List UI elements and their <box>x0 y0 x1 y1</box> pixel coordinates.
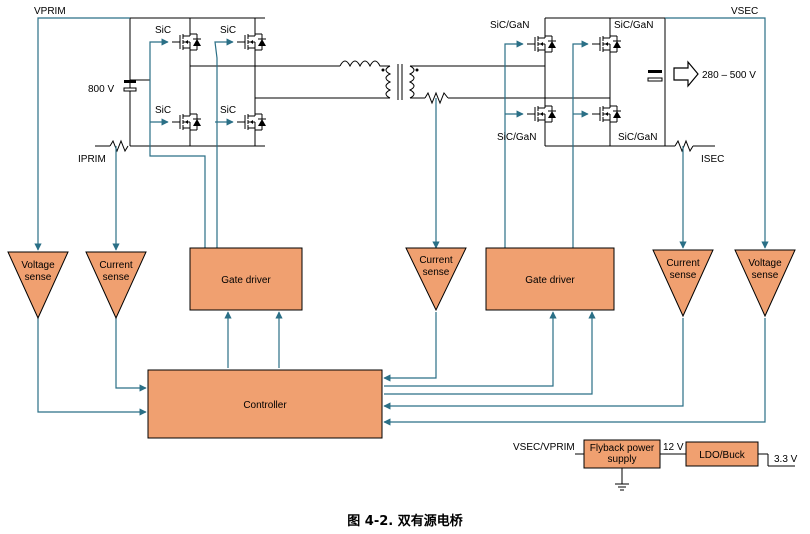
sic-label-q4: SiC <box>220 105 236 116</box>
vprim-label: VPRIM <box>34 6 66 17</box>
svg-text:Flyback power: Flyback power <box>590 443 655 454</box>
iprim-label: IPRIM <box>78 154 106 165</box>
voltage-sense-primary: Voltage sense <box>7 251 69 320</box>
svg-text:sense: sense <box>670 270 697 281</box>
gate-driver-primary: Gate driver <box>189 247 303 311</box>
svg-text:Voltage: Voltage <box>21 260 55 271</box>
svg-text:LDO/Buck: LDO/Buck <box>699 450 746 461</box>
sic-gan-label-q6: SiC/GaN <box>614 20 653 31</box>
controller-block: Controller <box>147 369 383 439</box>
3v3-label: 3.3 V <box>774 454 798 465</box>
output-voltage-label: 280 – 500 V <box>702 70 756 81</box>
svg-text:supply: supply <box>608 454 637 465</box>
sic-label-q3: SiC <box>155 105 171 116</box>
isec-label: ISEC <box>701 154 724 165</box>
svg-text:sense: sense <box>423 267 450 278</box>
figure-caption: 图 4-2. 双有源电桥 <box>347 513 463 529</box>
signal-lines <box>34 17 769 426</box>
sic-gan-switch-q5 <box>526 31 557 57</box>
sic-gan-label-q8: SiC/GaN <box>618 132 657 143</box>
current-sense-secondary: Current sense <box>652 249 714 318</box>
svg-text:Voltage: Voltage <box>748 258 782 269</box>
svg-text:Gate driver: Gate driver <box>221 275 271 286</box>
sic-switch-q3 <box>171 109 202 135</box>
gate-driver-secondary: Gate driver <box>485 247 615 311</box>
sic-switch-q4 <box>236 109 267 135</box>
vsec-label: VSEC <box>731 6 758 17</box>
sic-label-q2: SiC <box>220 25 236 36</box>
svg-text:Current: Current <box>666 258 700 269</box>
vsec-vprim-label: VSEC/VPRIM <box>513 442 575 453</box>
sic-gan-label-q5: SiC/GaN <box>490 20 529 31</box>
sic-gan-switch-q6 <box>591 31 622 57</box>
sic-gan-label-q7: SiC/GaN <box>497 132 536 143</box>
primary-switches <box>171 29 267 135</box>
sic-gan-switch-q8 <box>591 101 622 127</box>
secondary-bridge <box>410 17 715 153</box>
primary-bridge <box>95 17 390 153</box>
sic-gan-switch-q7 <box>526 101 557 127</box>
transformer <box>381 64 419 100</box>
sic-switch-q1 <box>171 29 202 55</box>
sic-switch-q2 <box>236 29 267 55</box>
aux-power-chain: Flyback power supply LDO/Buck <box>575 439 795 491</box>
svg-text:Current: Current <box>419 255 453 266</box>
svg-text:sense: sense <box>752 270 779 281</box>
svg-text:Gate driver: Gate driver <box>525 275 575 286</box>
svg-text:sense: sense <box>25 272 52 283</box>
current-sense-transformer: Current sense <box>405 247 467 312</box>
svg-text:Controller: Controller <box>243 400 287 411</box>
sic-label-q1: SiC <box>155 25 171 36</box>
svg-text:Current: Current <box>99 260 133 271</box>
secondary-switches <box>526 31 622 127</box>
12v-label: 12 V <box>663 442 684 453</box>
svg-text:sense: sense <box>103 272 130 283</box>
current-sense-primary: Current sense <box>85 251 147 320</box>
diagram-labels: VPRIM VSEC 800 V IPRIM ISEC 280 – 500 V … <box>34 6 798 465</box>
voltage-sense-secondary: Voltage sense <box>734 249 796 318</box>
800v-label: 800 V <box>88 84 114 95</box>
series-inductor <box>339 60 390 68</box>
output-arrow <box>673 60 699 88</box>
